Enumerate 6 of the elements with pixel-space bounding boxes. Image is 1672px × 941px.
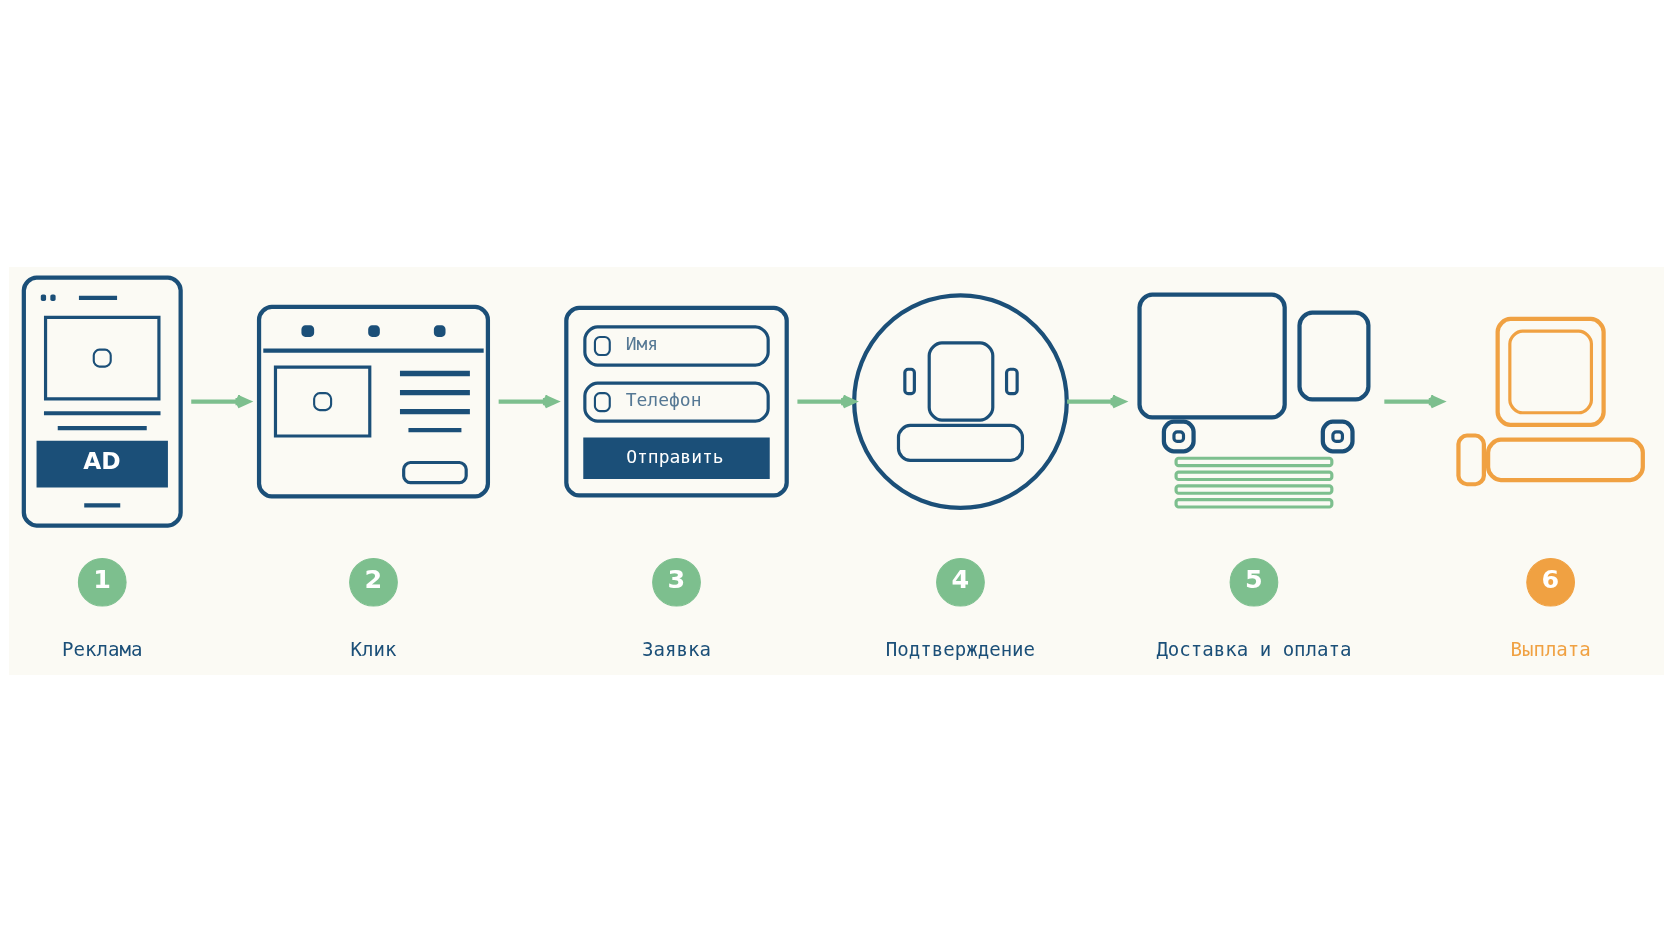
node-label: Доставка и оплата xyxy=(1155,637,1352,660)
node-label: Реклама xyxy=(61,637,142,660)
node-label: Заявка xyxy=(641,637,711,660)
node-label: Подтверждение xyxy=(885,637,1035,660)
node-label: Клик xyxy=(350,637,396,660)
node-label: Выплата xyxy=(1509,637,1591,660)
